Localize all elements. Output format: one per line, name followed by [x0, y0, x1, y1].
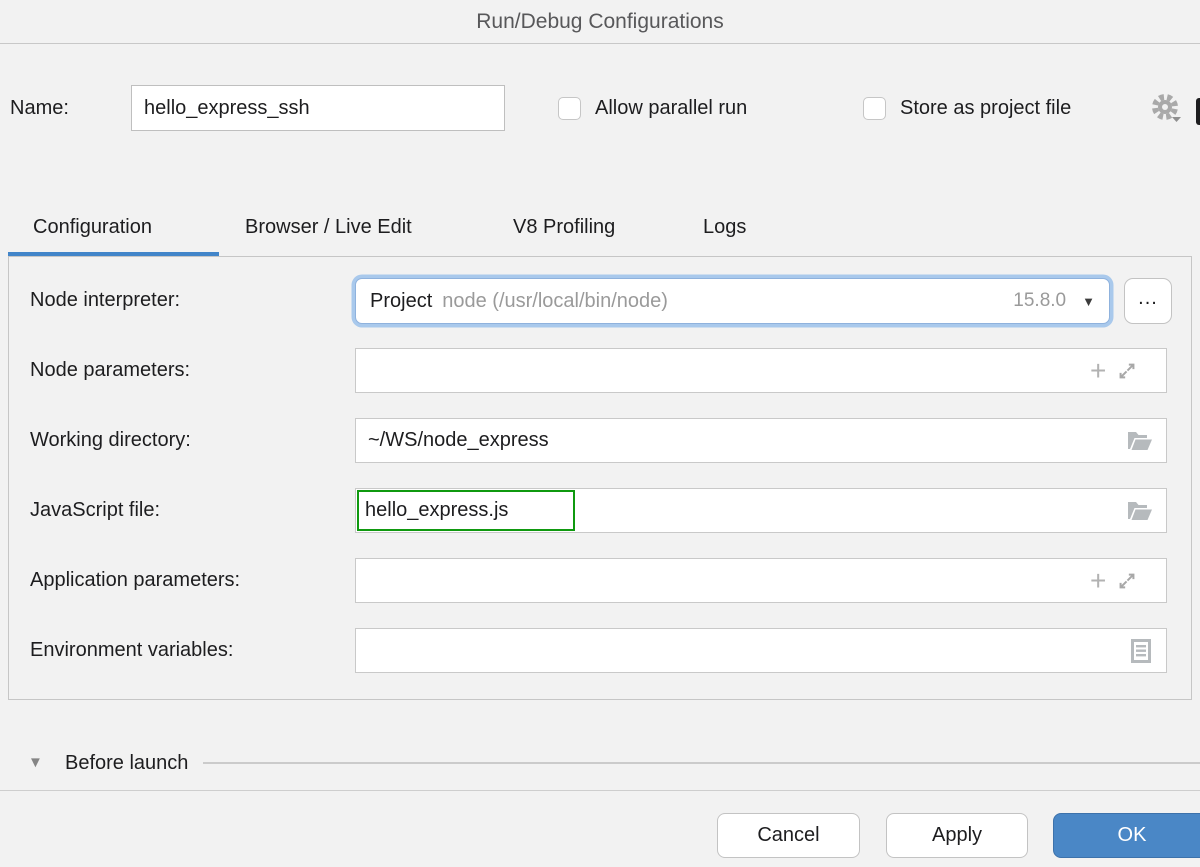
- gear-icon[interactable]: [1150, 93, 1184, 127]
- node-interpreter-combobox[interactable]: Project node (/usr/local/bin/node) 15.8.…: [355, 278, 1110, 324]
- node-interpreter-path: node (/usr/local/bin/node): [442, 289, 668, 312]
- javascript-file-input[interactable]: [355, 488, 1167, 533]
- collapse-arrow-icon[interactable]: ▼: [28, 754, 43, 771]
- node-version-badge: 15.8.0: [1013, 290, 1067, 311]
- configuration-panel: [8, 256, 1192, 700]
- chevron-down-icon: ▼: [1082, 293, 1095, 309]
- store-as-project-file-checkbox[interactable]: [863, 97, 886, 120]
- tab-browser-live-edit[interactable]: Browser / Live Edit: [245, 216, 412, 238]
- name-label: Name:: [10, 97, 69, 119]
- node-interpreter-browse-button[interactable]: ...: [1124, 278, 1172, 324]
- name-input[interactable]: [131, 85, 505, 131]
- node-interpreter-value: Project: [370, 289, 433, 312]
- before-launch-label[interactable]: Before launch: [65, 752, 189, 774]
- environment-variables-input[interactable]: [355, 628, 1167, 673]
- cancel-button[interactable]: Cancel: [717, 813, 860, 858]
- footer-divider: [0, 790, 1200, 791]
- node-parameters-input[interactable]: [355, 348, 1167, 393]
- store-as-project-file-label[interactable]: Store as project file: [900, 97, 1072, 119]
- dialog-title: Run/Debug Configurations: [0, 0, 1200, 44]
- apply-button[interactable]: Apply: [886, 813, 1028, 858]
- allow-parallel-run-label[interactable]: Allow parallel run: [595, 97, 748, 119]
- expand-icon[interactable]: [1116, 360, 1138, 382]
- add-icon[interactable]: +: [1090, 564, 1107, 596]
- add-icon[interactable]: +: [1090, 354, 1107, 386]
- active-tab-indicator: [8, 252, 219, 257]
- open-folder-icon[interactable]: [1127, 430, 1153, 452]
- ok-button[interactable]: OK: [1053, 813, 1200, 858]
- tab-configuration[interactable]: Configuration: [33, 216, 152, 238]
- tab-logs[interactable]: Logs: [703, 216, 747, 238]
- application-parameters-label: Application parameters:: [30, 569, 241, 591]
- environment-variables-label: Environment variables:: [30, 639, 234, 661]
- open-folder-icon[interactable]: [1127, 500, 1153, 522]
- working-directory-input[interactable]: [355, 418, 1167, 463]
- expand-icon[interactable]: [1116, 570, 1138, 592]
- javascript-file-label: JavaScript file:: [30, 499, 161, 521]
- before-launch-divider: [203, 762, 1200, 764]
- application-parameters-input[interactable]: [355, 558, 1167, 603]
- working-directory-label: Working directory:: [30, 429, 191, 451]
- allow-parallel-run-checkbox[interactable]: [558, 97, 581, 120]
- list-icon[interactable]: [1131, 638, 1151, 663]
- tab-v8-profiling[interactable]: V8 Profiling: [513, 216, 616, 238]
- clipped-edge-icon: [1196, 98, 1200, 125]
- node-parameters-label: Node parameters:: [30, 359, 191, 381]
- before-launch-section: ▼ Before launch: [0, 740, 1200, 786]
- node-interpreter-label: Node interpreter:: [30, 289, 181, 311]
